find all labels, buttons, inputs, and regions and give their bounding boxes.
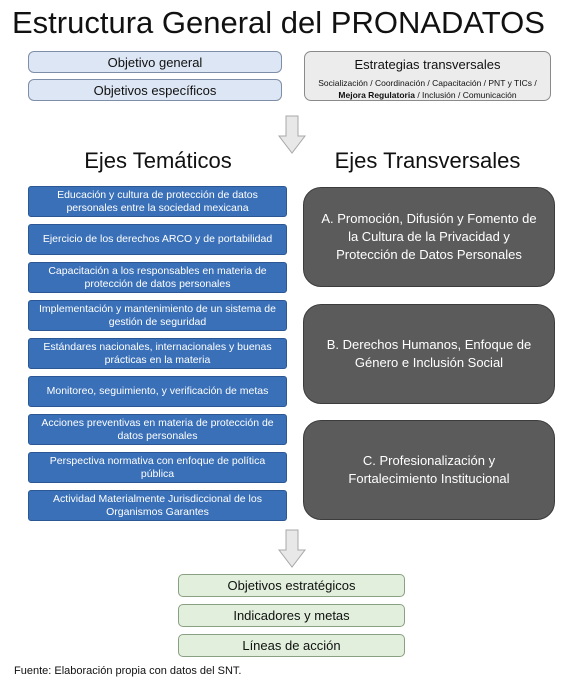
down-arrow-icon <box>277 529 307 568</box>
eje-transversal-b: B. Derechos Humanos, Enfoque de Género e… <box>303 304 555 404</box>
ejes-tematicos-heading: Ejes Temáticos <box>84 148 232 173</box>
strategy-item: Socialización <box>318 78 368 88</box>
eje-tematico-item: Actividad Materialmente Jurisdiccional d… <box>28 490 287 521</box>
strategy-item: Capacitación <box>432 78 482 88</box>
strategies-box: Estrategias transversales Socialización … <box>304 51 551 101</box>
objetivo-general-box: Objetivo general <box>28 51 282 73</box>
eje-tematico-item: Perspectiva normativa con enfoque de pol… <box>28 452 287 483</box>
objetivos-especificos-box: Objetivos específicos <box>28 79 282 101</box>
output-lineas-accion: Líneas de acción <box>178 634 405 657</box>
strategies-title: Estrategias transversales <box>354 57 501 72</box>
ejes-transversales-heading: Ejes Transversales <box>334 148 521 173</box>
eje-tematico-item: Implementación y mantenimiento de un sis… <box>28 300 287 331</box>
source-note: Fuente: Elaboración propia con datos del… <box>14 665 242 677</box>
eje-tematico-item: Educación y cultura de protección de dat… <box>28 186 287 217</box>
output-objetivos-estrategicos: Objetivos estratégicos <box>178 574 405 597</box>
strategy-item: PNT y TICs <box>488 78 532 88</box>
strategy-item: Inclusión <box>422 90 456 100</box>
eje-tematico-item: Estándares nacionales, internacionales y… <box>28 338 287 369</box>
output-indicadores-metas: Indicadores y metas <box>178 604 405 627</box>
strategy-item: Mejora Regulatoria <box>338 90 415 100</box>
eje-tematico-item: Ejercicio de los derechos ARCO y de port… <box>28 224 287 255</box>
eje-tematico-item: Monitoreo, seguimiento, y verificación d… <box>28 376 287 407</box>
strategy-item: Coordinación <box>374 78 426 88</box>
down-arrow-icon <box>277 115 307 154</box>
diagram-title: Estructura General del PRONADATOS <box>12 5 545 40</box>
eje-tematico-item: Acciones preventivas en materia de prote… <box>28 414 287 445</box>
strategy-item: Comunicación <box>462 90 517 100</box>
eje-transversal-c: C. Profesionalización y Fortalecimiento … <box>303 420 555 520</box>
strategies-list: Socialización / Coordinación / Capacitac… <box>318 78 537 100</box>
eje-tematico-item: Capacitación a los responsables en mater… <box>28 262 287 293</box>
eje-transversal-a: A. Promoción, Difusión y Fomento de la C… <box>303 187 555 287</box>
